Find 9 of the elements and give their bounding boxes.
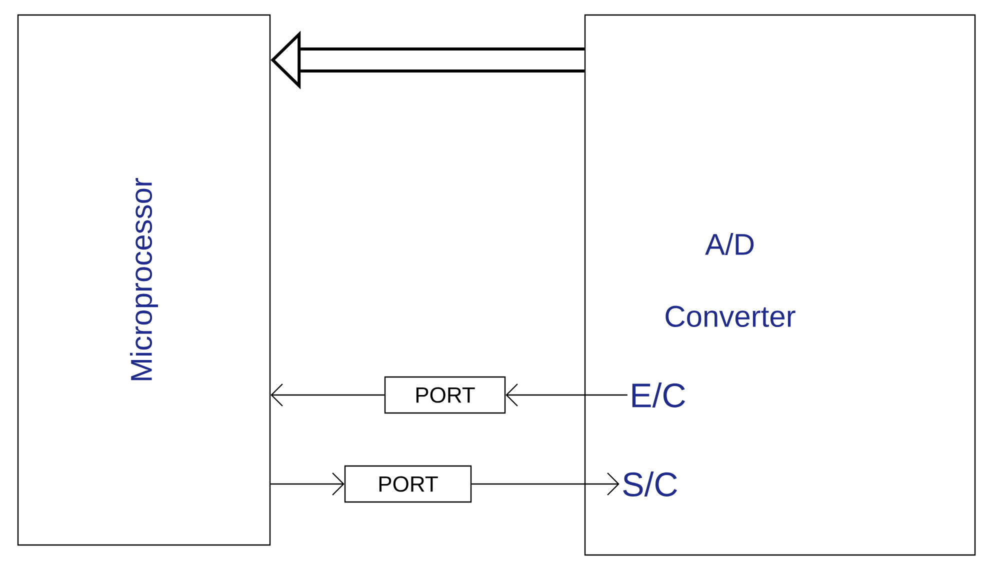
arrow	[472, 472, 620, 496]
arrow	[270, 384, 384, 406]
port-box: PORT	[344, 465, 472, 503]
microprocessor-box: Microprocessor	[17, 14, 271, 546]
arrow	[270, 472, 344, 496]
signal-label: S/C	[623, 472, 677, 496]
signal-label: E/C	[632, 382, 685, 408]
arrow	[506, 384, 628, 406]
port-box: PORT	[384, 376, 506, 414]
